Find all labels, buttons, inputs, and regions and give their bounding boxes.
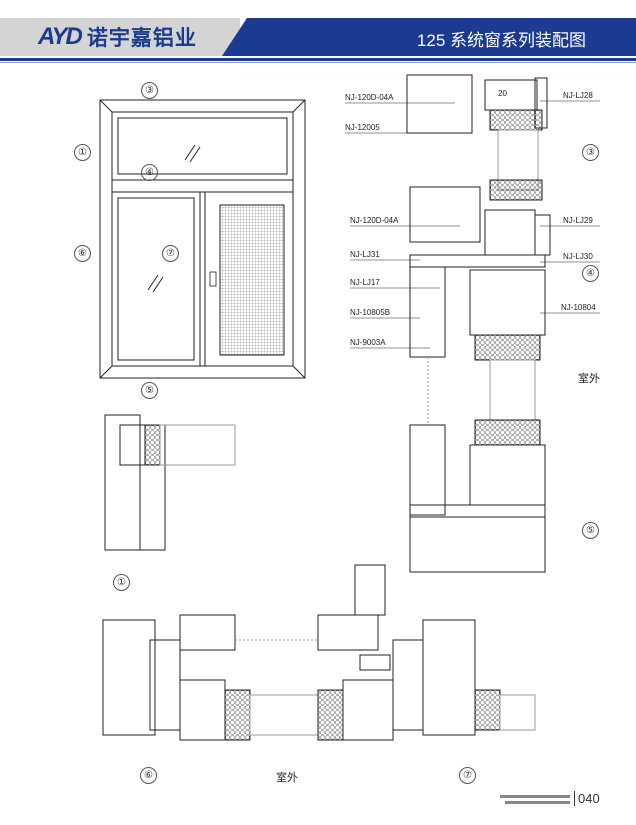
header-blue-band <box>222 18 636 56</box>
header-divider-thin <box>0 62 636 63</box>
profile-label: NJ-LJ17 <box>350 278 380 287</box>
profile-label: NJ-12005 <box>345 123 380 132</box>
vertical-section <box>345 74 600 573</box>
marker-6: ⑥ <box>74 245 91 262</box>
profile-label: NJ-LJ30 <box>563 252 593 261</box>
profile-label: NJ-10805B <box>350 308 391 317</box>
header-divider <box>0 58 636 61</box>
header-gray-band <box>0 18 240 56</box>
marker-5: ⑤ <box>141 382 158 399</box>
company-name: 诺宇嘉铝业 <box>86 27 197 50</box>
window-elevation <box>99 99 306 379</box>
exterior-label: 室外 <box>578 373 600 385</box>
profile-label: NJ-LJ29 <box>563 216 593 225</box>
marker-4: ④ <box>582 265 599 282</box>
page-number: 040 <box>574 791 600 806</box>
profile-label: NJ-120D-04A <box>345 93 394 102</box>
marker-3: ③ <box>582 144 599 161</box>
profile-label: NJ-LJ28 <box>563 91 593 100</box>
marker-1: ① <box>113 574 130 591</box>
detail-1-section <box>104 414 236 551</box>
dimension-label: 20 <box>498 89 507 98</box>
profile-label: NJ-LJ31 <box>350 250 380 259</box>
exterior-label: 室外 <box>276 772 298 784</box>
footer-fine-print <box>505 801 570 804</box>
profile-label: NJ-9003A <box>350 338 386 347</box>
company-logo: AYD 诺宇嘉铝业 <box>38 22 197 52</box>
profile-label: NJ-10804 <box>561 303 596 312</box>
marker-1: ① <box>74 144 91 161</box>
horizontal-section <box>102 564 536 741</box>
marker-5: ⑤ <box>582 522 599 539</box>
footer-fine-print <box>500 795 570 798</box>
logo-mark: AYD <box>38 23 83 50</box>
marker-3: ③ <box>141 82 158 99</box>
marker-6: ⑥ <box>140 767 157 784</box>
marker-4: ④ <box>141 164 158 181</box>
profile-label: NJ-120D-04A <box>350 216 399 225</box>
marker-7: ⑦ <box>162 245 179 262</box>
page-title: 125 系统窗系列装配图 <box>416 31 586 50</box>
marker-7: ⑦ <box>459 767 476 784</box>
